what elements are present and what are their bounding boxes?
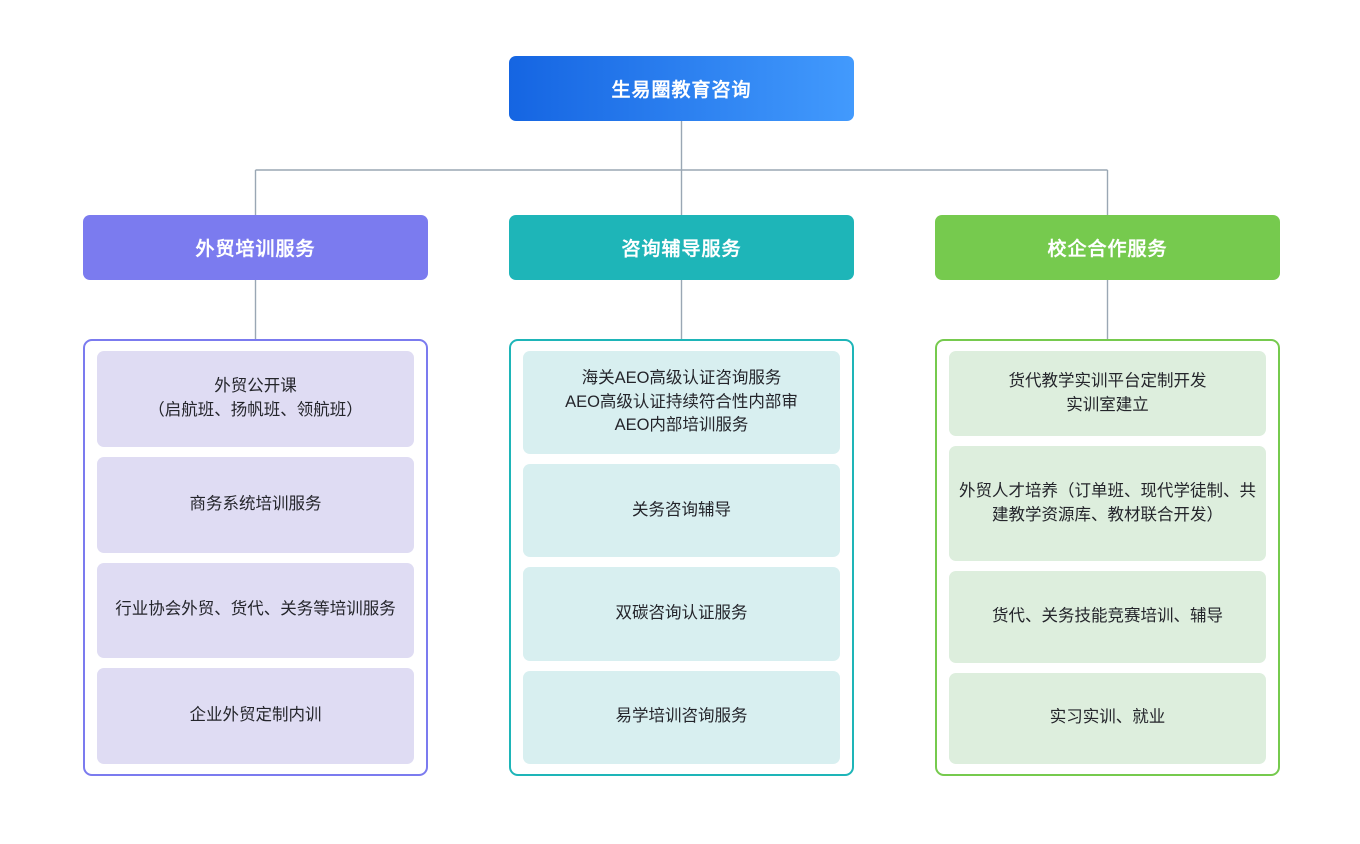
service-item[interactable]: 关务咨询辅导: [523, 464, 840, 558]
service-item[interactable]: 行业协会外贸、货代、关务等培训服务: [97, 562, 414, 659]
service-item-text: 行业协会外贸、货代、关务等培训服务: [115, 600, 396, 619]
branch-header-label-2: 咨询辅导服务: [621, 239, 742, 260]
branch-header-3[interactable]: 校企合作服务: [935, 215, 1280, 280]
service-item-text: 货代教学实训平台定制开发实训室建立: [1008, 371, 1207, 414]
service-item[interactable]: 货代、关务技能竞赛培训、辅导: [949, 571, 1266, 663]
items-container-3: 货代教学实训平台定制开发实训室建立 外贸人才培养（订单班、现代学徒制、共建教学资…: [935, 339, 1280, 776]
service-item-text: 双碳咨询认证服务: [615, 604, 748, 623]
service-item-text: 易学培训咨询服务: [615, 707, 748, 726]
root-node-label: 生易圈教育咨询: [611, 80, 752, 101]
branch-column-3: 校企合作服务: [935, 215, 1280, 280]
items-container-1: 外贸公开课（启航班、扬帆班、领航班） 商务系统培训服务 行业协会外贸、货代、关务…: [83, 339, 428, 776]
service-item-text: 商务系统培训服务: [189, 494, 322, 513]
root-node[interactable]: 生易圈教育咨询: [509, 56, 854, 121]
service-item-text: 实习实训、就业: [1049, 708, 1166, 727]
branch-column-1: 外贸培训服务: [83, 215, 428, 280]
service-item-text: 货代、关务技能竞赛培训、辅导: [992, 606, 1223, 625]
branch-header-label-1: 外贸培训服务: [195, 239, 316, 260]
service-item[interactable]: 双碳咨询认证服务: [523, 567, 840, 661]
service-item[interactable]: 实习实训、就业: [949, 672, 1266, 765]
branch-column-2: 咨询辅导服务: [509, 215, 854, 280]
service-item[interactable]: 企业外贸定制内训: [97, 668, 414, 764]
service-item[interactable]: 外贸公开课（启航班、扬帆班、领航班）: [97, 351, 414, 447]
service-item-text: 外贸公开课（启航班、扬帆班、领航班）: [148, 376, 363, 419]
service-item-text: 关务咨询辅导: [632, 500, 731, 519]
service-item[interactable]: 商务系统培训服务: [97, 456, 414, 553]
branch-header-2[interactable]: 咨询辅导服务: [509, 215, 854, 280]
branch-header-label-3: 校企合作服务: [1047, 239, 1168, 260]
service-item-text: 企业外贸定制内训: [189, 706, 322, 725]
branch-header-1[interactable]: 外贸培训服务: [83, 215, 428, 280]
service-item[interactable]: 易学培训咨询服务: [523, 670, 840, 764]
service-item[interactable]: 货代教学实训平台定制开发实训室建立: [949, 351, 1266, 437]
service-item-text: 外贸人才培养（订单班、现代学徒制、共建教学资源库、教材联合开发）: [959, 481, 1256, 524]
service-item[interactable]: 外贸人才培养（订单班、现代学徒制、共建教学资源库、教材联合开发）: [949, 446, 1266, 562]
